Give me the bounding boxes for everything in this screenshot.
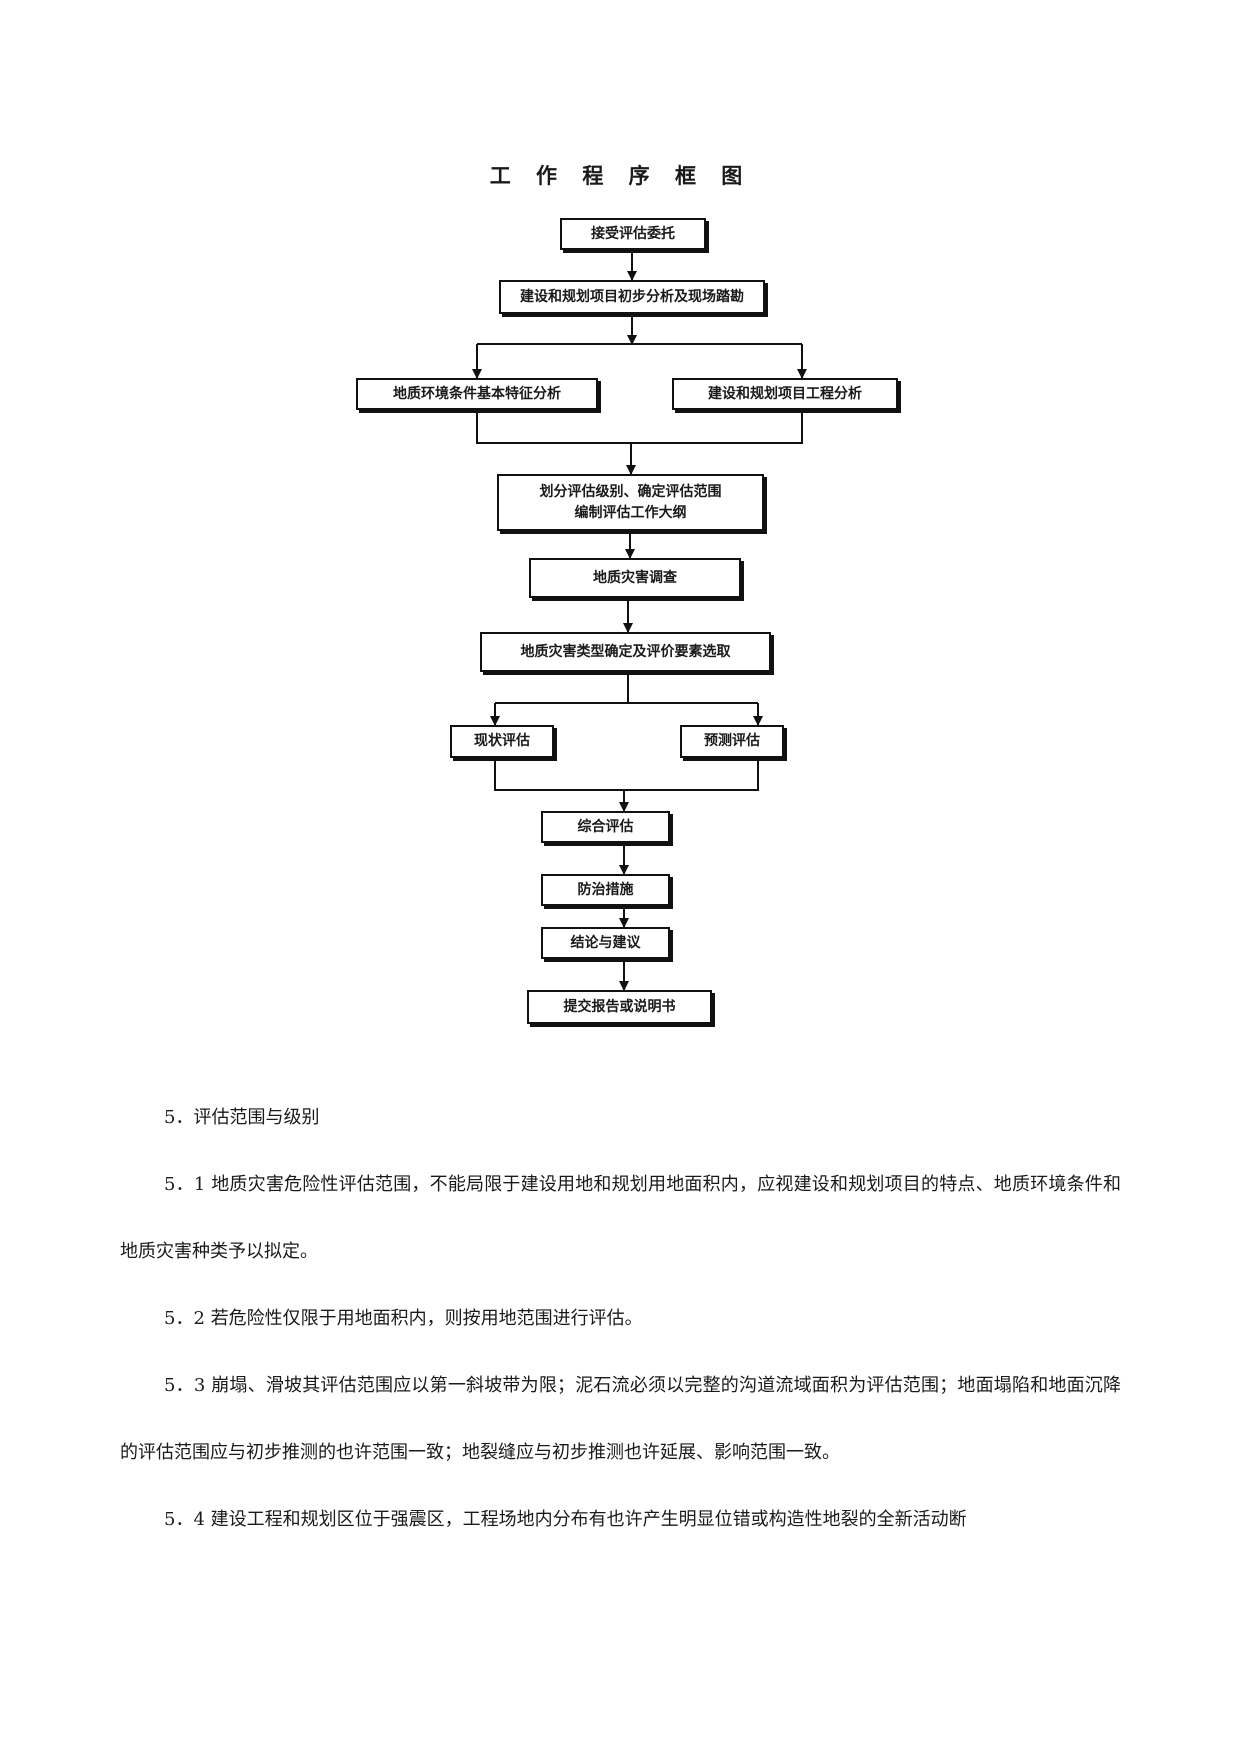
flow-step-7a-label: 现状评估 [474, 733, 530, 749]
flow-step-10: 结论与建议 [541, 927, 670, 959]
flow-step-3a: 地质环境条件基本特征分析 [356, 378, 598, 410]
flowchart-title: 工 作 程 序 框 图 [489, 164, 752, 188]
merge-bar-1 [476, 410, 803, 444]
paragraph-5-1: 5．1 地质灾害危险性评估范围，不能局限于建设用地和规划用地面积内，应视建设和规… [120, 1174, 1121, 1262]
flow-step-5-label: 地质灾害调查 [593, 569, 677, 586]
merge-bar-2 [494, 758, 759, 791]
flow-step-11: 提交报告或说明书 [527, 990, 712, 1024]
body-text: 5．评估范围与级别 5．1 地质灾害危险性评估范围，不能局限于建设用地和规划用地… [120, 1084, 1121, 1553]
flow-step-7a: 现状评估 [450, 725, 554, 758]
flow-step-8: 综合评估 [541, 811, 670, 843]
flow-step-4: 划分评估级别、确定评估范围 编制评估工作大纲 [497, 474, 764, 531]
flow-step-4-line1: 划分评估级别、确定评估范围 [539, 483, 722, 500]
flow-step-4-line2: 编制评估工作大纲 [574, 504, 687, 521]
flow-step-9-label: 防治措施 [577, 881, 634, 898]
paragraph-5-2: 5．2 若危险性仅限于用地面积内，则按用地范围进行评估。 [164, 1308, 643, 1329]
flow-step-5: 地质灾害调查 [529, 558, 741, 598]
flow-step-11-label: 提交报告或说明书 [563, 998, 676, 1015]
flow-step-7b: 预测评估 [680, 725, 784, 758]
flow-step-3b-label: 建设和规划项目工程分析 [708, 385, 862, 402]
flow-step-7b-label: 预测评估 [704, 733, 760, 749]
flow-step-6-label: 地质灾害类型确定及评价要素选取 [520, 643, 731, 660]
paragraph-5-3: 5．3 崩塌、滑坡其评估范围应以第一斜坡带为限；泥石流必须以完整的沟道流域面积为… [120, 1375, 1121, 1463]
flow-step-6: 地质灾害类型确定及评价要素选取 [480, 632, 771, 672]
flow-step-9: 防治措施 [541, 874, 670, 906]
flow-step-1: 接受评估委托 [560, 218, 706, 250]
flow-step-8-label: 综合评估 [577, 818, 634, 835]
flow-step-3a-label: 地质环境条件基本特征分析 [393, 385, 561, 402]
section-heading: 5．评估范围与级别 [164, 1107, 320, 1128]
flow-step-2-label: 建设和规划项目初步分析及现场踏勘 [520, 288, 744, 305]
flow-step-2: 建设和规划项目初步分析及现场踏勘 [499, 280, 765, 314]
flow-step-3b: 建设和规划项目工程分析 [672, 378, 898, 410]
flow-step-10-label: 结论与建议 [570, 934, 641, 951]
paragraph-5-4: 5．4 建设工程和规划区位于强震区，工程场地内分布有也许产生明显位错或构造性地裂… [164, 1509, 967, 1530]
flow-step-1-label: 接受评估委托 [591, 225, 675, 242]
